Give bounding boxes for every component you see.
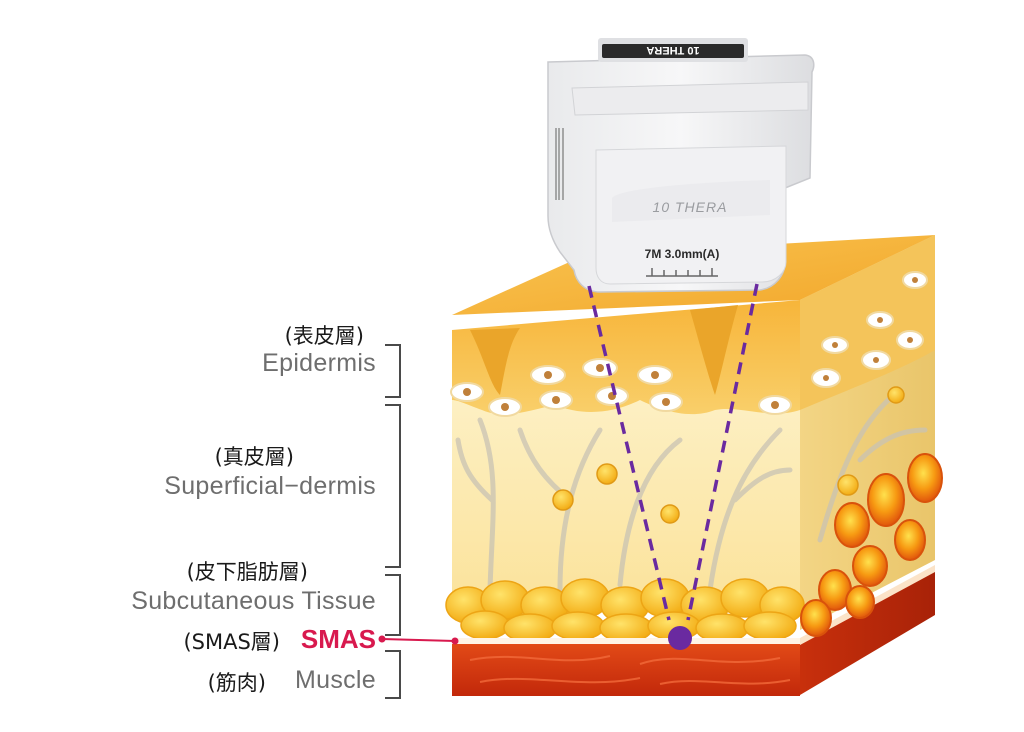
focus-beam-left bbox=[587, 285, 671, 621]
focus-point bbox=[668, 626, 692, 650]
smas-pointer-dot bbox=[378, 635, 386, 643]
smas-jp-label: (SMAS層) bbox=[183, 630, 280, 654]
epidermis-en-label: Epidermis bbox=[262, 349, 376, 377]
subcutaneous-jp-label: (皮下脂肪層) bbox=[186, 560, 308, 584]
muscle-bracket bbox=[385, 650, 401, 699]
muscle-jp-label: (筋肉) bbox=[207, 671, 266, 695]
subcutaneous-en-label: Subcutaneous Tissue bbox=[131, 587, 376, 615]
dermis-en-label: Superficial−dermis bbox=[164, 472, 376, 500]
dermis-jp-label: (真皮層) bbox=[214, 445, 294, 469]
device-top-label: 10 THERA bbox=[646, 44, 699, 56]
dermis-bracket bbox=[385, 404, 401, 568]
cartridge-spec-label: 7M 3.0mm(A) bbox=[645, 247, 720, 261]
epidermis-cells bbox=[450, 271, 928, 417]
muscle-fibers bbox=[469, 655, 791, 685]
dermis-layer bbox=[452, 395, 800, 600]
epidermis-jp-label: (表皮層) bbox=[284, 324, 364, 348]
subcutaneous-bracket bbox=[385, 574, 401, 636]
dermis-fat-cells bbox=[552, 386, 905, 524]
ultrasound-cartridge bbox=[547, 38, 815, 293]
smas-layer bbox=[452, 638, 800, 644]
smas-pointer-line bbox=[381, 638, 456, 642]
side-fat-cells bbox=[800, 453, 943, 637]
muscle-en-label: Muscle bbox=[295, 666, 376, 694]
device-brand-label: 10 THERA bbox=[653, 199, 728, 215]
epidermis-fold bbox=[470, 328, 520, 395]
epidermis-bracket bbox=[385, 344, 401, 398]
smas-en-label: SMAS bbox=[300, 624, 376, 654]
epidermis-fold bbox=[690, 305, 738, 395]
muscle-layer bbox=[452, 644, 800, 696]
focus-beam-right bbox=[686, 283, 759, 621]
subcutaneous-fat-layer bbox=[445, 578, 805, 643]
block-side-muscle bbox=[800, 570, 935, 695]
smas-pointer-dot bbox=[451, 637, 459, 645]
